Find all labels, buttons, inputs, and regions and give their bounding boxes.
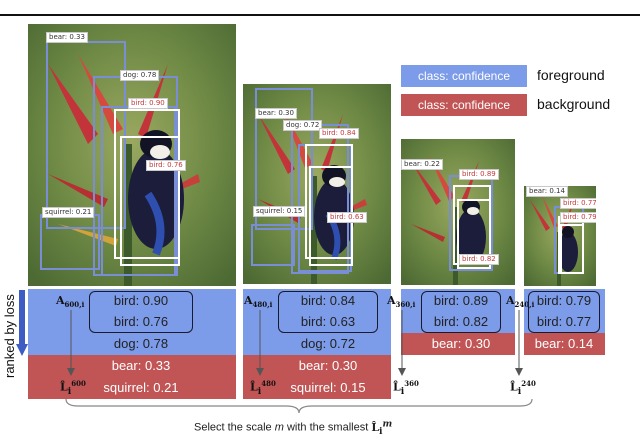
score-row: bird: 0.77 xyxy=(536,314,592,329)
background-band xyxy=(28,355,236,399)
det-label: bear: 0.30 xyxy=(255,108,297,119)
legend-bg-label: background xyxy=(537,96,611,112)
image-scale-600: bear: 0.33 dog: 0.78 bird: 0.90 bird: 0.… xyxy=(28,24,236,286)
selection-brace xyxy=(65,398,533,414)
a-label-480: A480,i xyxy=(244,294,273,310)
selected-group-box xyxy=(278,291,378,333)
det-label: bird: 0.89 xyxy=(459,169,499,180)
det-label: bird: 0.79 xyxy=(560,212,596,223)
score-row: bird: 0.79 xyxy=(536,293,592,308)
a-label-600: A600,i xyxy=(56,294,85,310)
score-row: bird: 0.82 xyxy=(433,314,489,329)
foreground-band xyxy=(243,289,391,355)
det-label: bird: 0.76 xyxy=(146,160,186,171)
score-row: dog: 0.78 xyxy=(113,336,169,351)
foreground-band xyxy=(524,289,605,333)
bird-photo-480 xyxy=(243,84,391,284)
score-row: bear: 0.33 xyxy=(111,358,171,373)
legend-fg-label: foreground xyxy=(537,67,605,83)
det-label: bird: 0.84 xyxy=(319,128,359,139)
det-label: dog: 0.72 xyxy=(283,120,323,131)
bbox xyxy=(251,224,295,266)
selection-caption: Select the scale m with the smallest L̂i… xyxy=(194,418,393,437)
det-label: bear: 0.33 xyxy=(46,32,88,43)
background-band xyxy=(243,355,391,399)
down-arrow-icon xyxy=(67,310,75,376)
top-rule xyxy=(0,14,640,16)
ranked-by-loss-label: ranked by loss xyxy=(2,294,17,378)
score-row: bird: 0.63 xyxy=(300,314,356,329)
a-label-360: A360,i xyxy=(387,294,416,310)
score-row: bird: 0.76 xyxy=(113,314,169,329)
det-label: bear: 0.14 xyxy=(526,186,568,197)
foreground-band xyxy=(28,289,236,355)
score-row: bird: 0.84 xyxy=(300,293,356,308)
a-label-240: A240,i xyxy=(506,294,535,310)
score-row: squirrel: 0.15 xyxy=(290,380,366,395)
score-row: bird: 0.90 xyxy=(113,293,169,308)
legend-fg-swatch: class: confidence xyxy=(401,65,527,87)
l-label-600: L̂i600 xyxy=(60,379,86,397)
bbox xyxy=(255,88,313,230)
det-label: bird: 0.82 xyxy=(459,254,499,265)
selected-group-box xyxy=(89,291,193,333)
legend-bg-swatch: class: confidence xyxy=(401,94,527,116)
det-label: squirrel: 0.15 xyxy=(253,206,306,217)
ranked-arrow-icon xyxy=(16,290,28,356)
background-band xyxy=(524,333,605,355)
l-label-360: L̂i360 xyxy=(393,379,419,397)
score-row: bear: 0.30 xyxy=(431,336,491,351)
bbox xyxy=(560,224,584,274)
score-row: bear: 0.30 xyxy=(298,358,358,373)
det-label: bird: 0.90 xyxy=(128,98,168,109)
bbox xyxy=(40,214,100,270)
down-arrow-icon xyxy=(515,310,523,376)
det-label: dog: 0.78 xyxy=(120,70,160,81)
det-label: bird: 0.63 xyxy=(327,212,367,223)
image-scale-480: bear: 0.30 dog: 0.72 bird: 0.84 bird: 0.… xyxy=(243,84,391,284)
score-row: squirrel: 0.21 xyxy=(103,380,179,395)
bbox xyxy=(457,199,491,269)
det-label: squirrel: 0.21 xyxy=(42,207,95,218)
selected-group-box xyxy=(421,291,501,333)
selected-group-box xyxy=(528,291,600,333)
l-label-240: L̂i240 xyxy=(510,379,536,397)
down-arrow-icon xyxy=(398,310,406,376)
det-label: bird: 0.77 xyxy=(560,198,596,209)
det-label: bear: 0.22 xyxy=(401,159,443,170)
score-row: bear: 0.14 xyxy=(534,336,594,351)
down-arrow-icon xyxy=(256,310,264,376)
score-row: dog: 0.72 xyxy=(300,336,356,351)
bbox xyxy=(120,136,180,266)
l-label-480: L̂i480 xyxy=(250,379,276,397)
score-row: bird: 0.89 xyxy=(433,293,489,308)
background-band xyxy=(401,333,515,355)
image-scale-240: bear: 0.14 bird: 0.77 bird: 0.79 xyxy=(524,186,596,286)
image-scale-360: bear: 0.22 bird: 0.89 bird: 0.82 xyxy=(401,139,515,285)
